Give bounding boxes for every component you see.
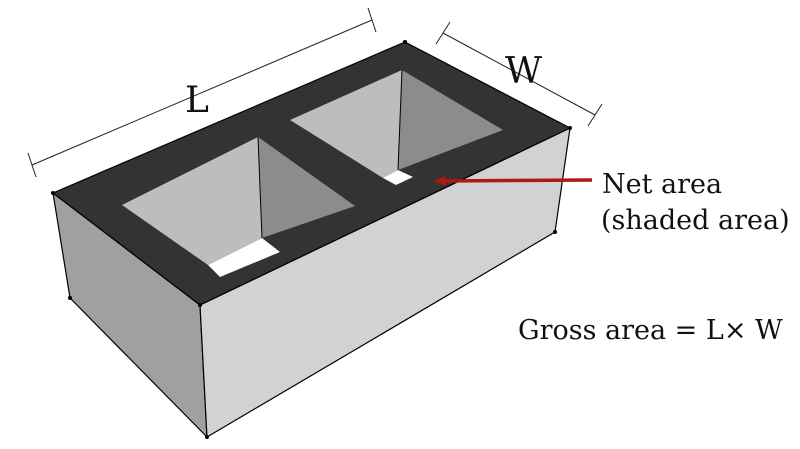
length-dimension-line — [31, 19, 373, 166]
dimension-lines — [27, 7, 603, 178]
net-area-arrow — [434, 175, 593, 186]
width-dimension-line — [442, 32, 596, 116]
cavity-left-wall — [290, 70, 402, 178]
cavity-opening — [383, 170, 413, 185]
cavity-edge — [257, 136, 263, 239]
cavity-edge — [397, 69, 403, 171]
cavity-opening — [208, 238, 280, 277]
cavity-left-wall — [122, 137, 262, 265]
width-label: W — [505, 51, 542, 92]
cavity-right-wall — [398, 70, 503, 170]
hollow-block — [51, 40, 572, 439]
length-label: L — [185, 80, 209, 121]
cavity-right-wall — [258, 137, 355, 238]
net-area-label: Net area — [602, 169, 722, 200]
gross-area-formula: Gross area = L× W — [518, 315, 783, 346]
right-cavity — [290, 69, 503, 185]
corner-dots — [51, 40, 572, 439]
left-cavity — [122, 136, 355, 277]
net-area-sublabel: (shaded area) — [601, 205, 790, 236]
